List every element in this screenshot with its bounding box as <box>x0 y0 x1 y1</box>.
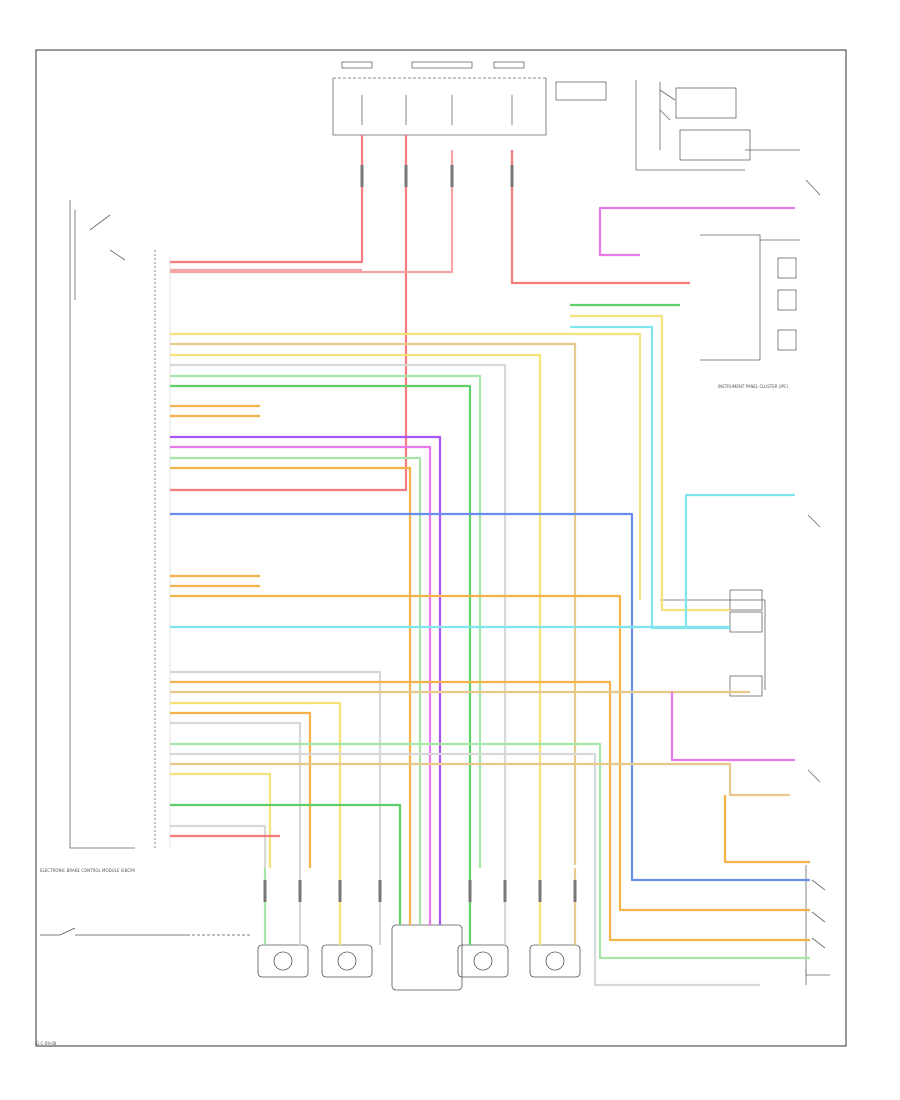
wire-yellow-1 <box>170 332 642 600</box>
wire-cyan-loop <box>684 493 795 627</box>
fuse-block <box>332 61 607 136</box>
connector-marker <box>298 880 302 902</box>
wire-orange-7 <box>170 680 810 942</box>
connector-marker <box>404 165 408 187</box>
wire-lgreen-3 <box>170 742 810 960</box>
connector-marker <box>468 880 472 902</box>
wire-purple-1 <box>170 435 442 900</box>
wire-orange-9 <box>723 795 810 864</box>
cluster-label: INSTRUMENT PANEL CLUSTER (IPC) <box>718 384 789 389</box>
connector-marker <box>450 165 454 187</box>
wire-gray-4 <box>170 752 760 987</box>
wire-gray-5 <box>170 824 267 868</box>
ebcm-module <box>69 200 171 850</box>
wire-yellow-ipc <box>570 314 730 612</box>
wire-gray-2 <box>170 670 382 868</box>
bottom-sensors <box>257 924 581 991</box>
wire-green-1 <box>170 384 472 868</box>
ebcm-label: ELECTRONIC BRAKE CONTROL MODULE (EBCM) <box>40 868 136 873</box>
wire-orange-8 <box>170 711 312 868</box>
top-right-relay <box>635 80 821 196</box>
wire-lgreen-2 <box>170 456 422 900</box>
connector-marker <box>360 165 364 187</box>
wire-green-2 <box>170 803 402 900</box>
wire-lgreen-1 <box>170 374 482 868</box>
ipc-lower <box>660 514 821 783</box>
connector-marker <box>378 880 382 902</box>
ipc-module <box>700 234 800 361</box>
wire-yellow-4 <box>170 772 272 868</box>
wire-orange-3 <box>170 466 412 900</box>
connector-marker <box>338 880 342 902</box>
connector-marker <box>573 880 577 902</box>
wire-yellow-3 <box>170 701 342 868</box>
ground-switch <box>40 927 250 936</box>
wire-gray-3 <box>170 721 302 868</box>
wire-magenta-1 <box>170 445 432 900</box>
wire-cyan-ipc <box>570 325 730 630</box>
wire-red-2 <box>170 135 408 492</box>
frame <box>35 49 847 1047</box>
wire-blue-1 <box>170 512 810 882</box>
wire-orange-6 <box>170 594 810 912</box>
wire-yellow-2 <box>170 353 542 868</box>
wires <box>170 135 810 987</box>
wire-magenta-2 <box>670 692 795 762</box>
wire-red-1 <box>170 135 364 264</box>
connector-marker <box>263 880 267 902</box>
figure-code: G-C-09-08 <box>36 1041 57 1046</box>
connector-marker <box>503 880 507 902</box>
wire-pink-1 <box>170 150 454 274</box>
wire-red-3 <box>510 150 690 285</box>
wire-magenta-top <box>598 206 795 257</box>
wire-tan-3 <box>170 762 790 797</box>
wire-tan-1 <box>170 342 577 865</box>
right-switches <box>805 865 830 985</box>
connector-marker <box>538 880 542 902</box>
wire-gray-1 <box>170 363 507 868</box>
connector-marker <box>510 165 514 187</box>
